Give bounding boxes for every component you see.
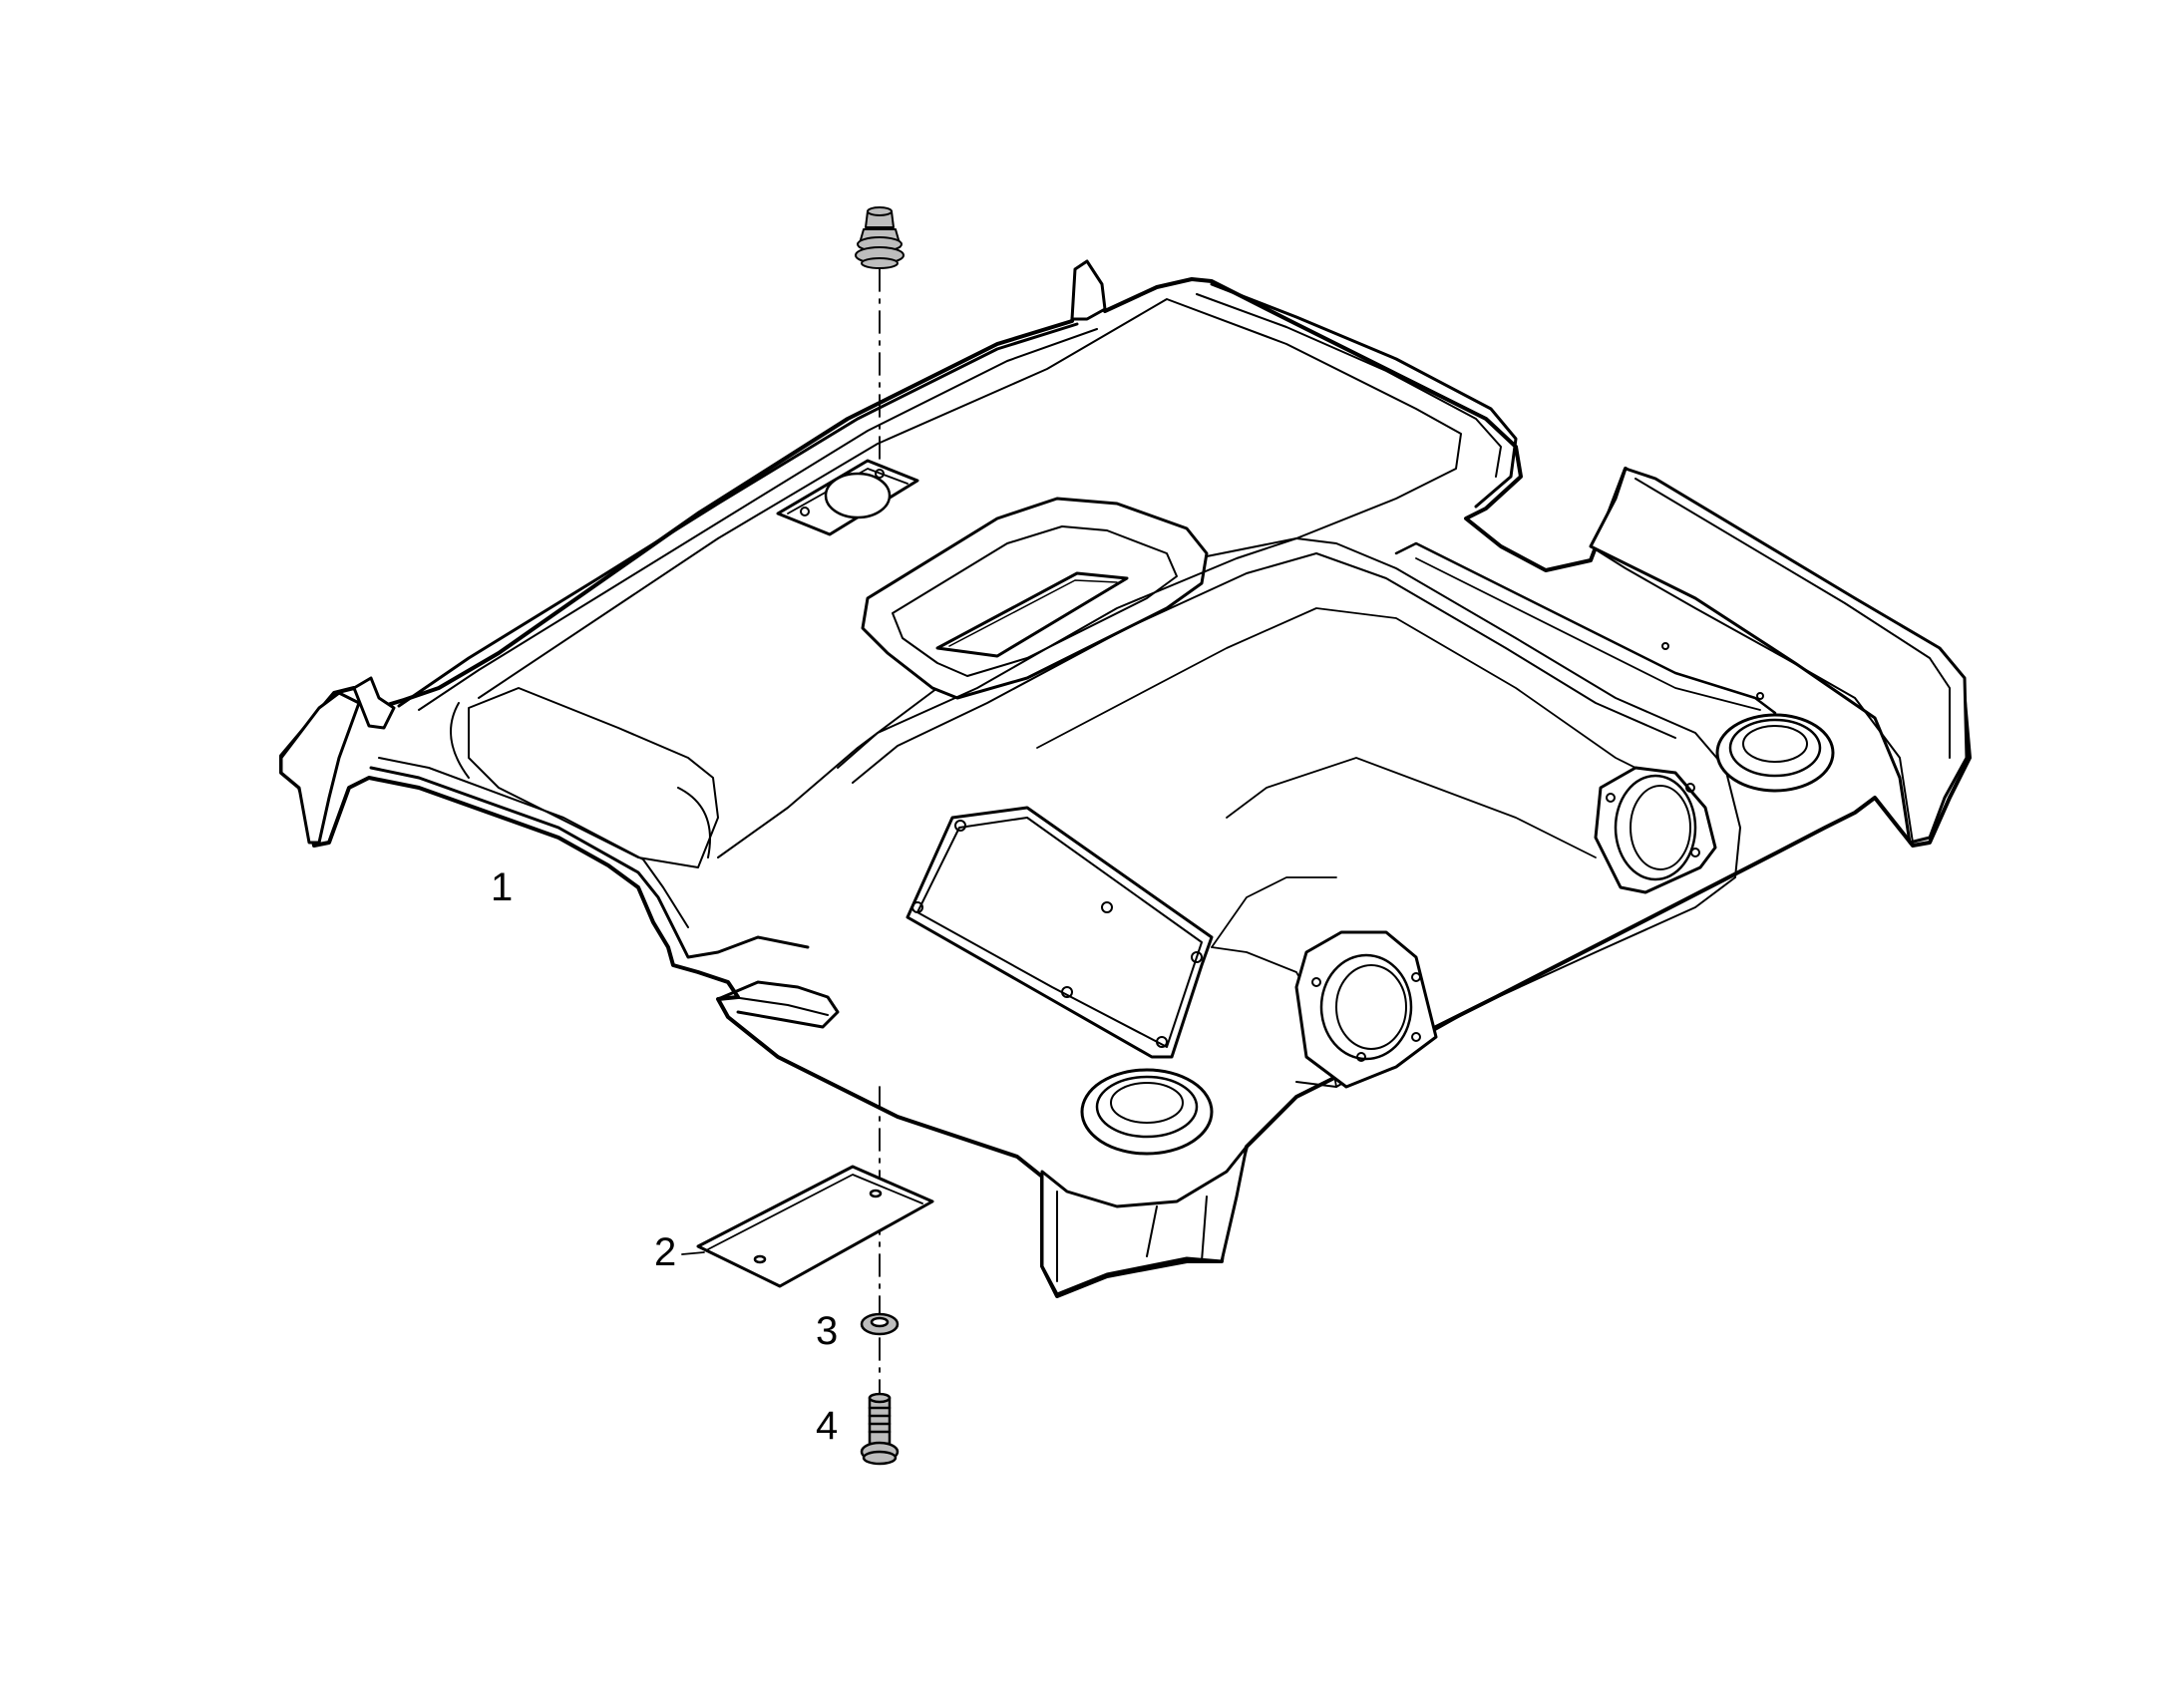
headliner-left-rim-inner (419, 329, 1097, 710)
dome-lamp-screw (1192, 952, 1202, 962)
part-4-screw (862, 1394, 898, 1464)
dome-lamp-screw (1062, 987, 1072, 997)
rear-grab-cup (1717, 715, 1833, 791)
mount-hole (1757, 693, 1763, 699)
console-opening (937, 573, 1127, 656)
top-grommet (856, 207, 904, 268)
front-grab-cup (1082, 1070, 1212, 1154)
rear-raised-panel (838, 538, 1740, 1087)
front-speaker-bezel (1296, 932, 1436, 1087)
headliner-front-rim-inner (379, 758, 688, 927)
rear-raised-panel-ridge (853, 553, 1675, 783)
left-corner-tab (354, 678, 394, 728)
front-post (1042, 1147, 1247, 1294)
rear-flap-fold (1591, 546, 1913, 843)
left-upper-field (479, 299, 1461, 857)
part-3-washer (862, 1314, 898, 1334)
headliner-rear-rim (1212, 284, 1516, 507)
left-corner-flap (281, 693, 359, 843)
left-recess-curve (451, 703, 710, 857)
panel-crease-1 (1037, 608, 1695, 798)
dome-lamp-screw (1157, 1037, 1167, 1047)
rear-left-tab (1072, 261, 1105, 319)
headliner-panel (281, 261, 1970, 1296)
headliner-left-rim (399, 324, 1077, 706)
rear-mount-strip-inner (1416, 558, 1760, 710)
headliner-rear-rim-inner (1197, 294, 1501, 477)
callout-label-1: 1 (491, 865, 514, 909)
upper-mount-plate (778, 461, 917, 534)
callout-label-3: 3 (816, 1309, 839, 1353)
front-post-inner (1057, 1192, 1207, 1281)
headliner-front-rim (371, 768, 808, 957)
part-2-plate (698, 1167, 932, 1286)
rear-mount-strip (1396, 543, 1775, 713)
left-sunvisor-recess (469, 688, 718, 867)
front-lamp-wire-inner (733, 997, 828, 1015)
rear-flap-inner (1635, 479, 1950, 758)
callout-label-4: 4 (816, 1404, 839, 1448)
dome-lamp-panel (908, 808, 1212, 1057)
panel-crease-2 (1227, 758, 1596, 857)
leader-line-2 (682, 1252, 704, 1254)
dome-lamp-screw (1102, 902, 1112, 912)
front-lamp-wire (718, 982, 838, 1027)
rear-flap (1591, 469, 1967, 843)
console-opening-inner (949, 580, 1117, 646)
dome-lamp-screw (955, 821, 965, 831)
callout-label-2: 2 (654, 1230, 677, 1274)
panel-crease-3 (1212, 877, 1336, 947)
rear-speaker-bezel (1596, 768, 1715, 892)
overhead-console-inner (893, 526, 1177, 676)
dome-lamp-screw (912, 902, 922, 912)
mount-hole (1662, 643, 1668, 649)
